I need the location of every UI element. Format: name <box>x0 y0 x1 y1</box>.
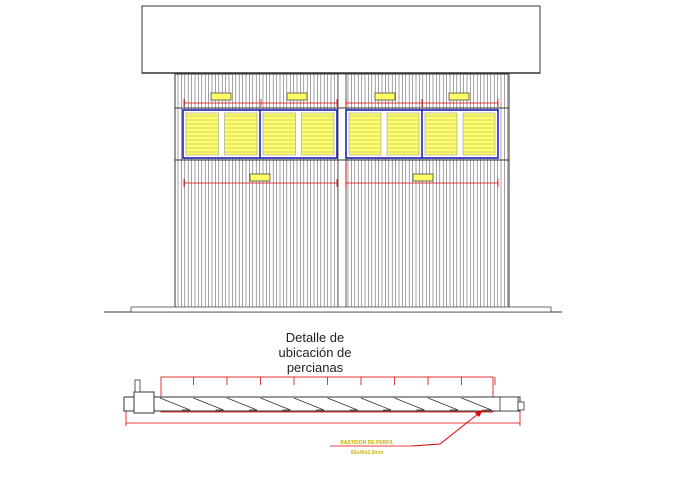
detail-dimension-frame <box>160 376 494 413</box>
louver-blade <box>327 397 358 411</box>
louver-panel <box>301 112 335 156</box>
louver-blade <box>159 397 191 411</box>
dimension-tags <box>210 92 470 182</box>
dimension-tag <box>210 92 232 101</box>
callout-leader <box>411 409 484 447</box>
left-post <box>133 391 155 414</box>
caption-line-2: ubicación de <box>278 345 352 360</box>
louver-panel <box>262 112 296 156</box>
blade-spacing-ticks <box>193 377 496 385</box>
louver-section-detail <box>123 376 525 447</box>
foundation-slab <box>130 306 552 313</box>
right-post <box>499 396 519 412</box>
louver-blade <box>394 397 425 411</box>
dimension-tag <box>286 92 308 101</box>
left-post-cap <box>134 379 141 393</box>
right-post-cap <box>517 401 525 411</box>
louver-panel <box>185 112 219 156</box>
detail-caption: Detalle de ubicación de percianas <box>250 330 380 375</box>
louver-blade <box>193 397 224 411</box>
lower-dimension-lines <box>183 162 499 187</box>
dimension-tag <box>249 173 271 182</box>
callout-label-line-2: 50x40x2.0mm <box>350 450 384 456</box>
louver-blade <box>260 397 291 411</box>
louver-blade <box>293 397 325 411</box>
dimension-tag <box>374 92 396 101</box>
center-column <box>337 73 347 313</box>
caption-line-3: percianas <box>286 360 344 375</box>
roof-fascia <box>141 5 541 74</box>
dimension-tag <box>448 92 470 101</box>
louver-blades <box>159 397 492 411</box>
callout-arrowhead <box>475 410 483 417</box>
callout-label-line-1: BASTIDOR DE PERFIL <box>340 440 394 446</box>
louver-panel <box>386 112 420 156</box>
louver-panel <box>224 112 258 156</box>
dimension-tag <box>412 173 434 182</box>
upper-dimension-lines <box>183 99 499 107</box>
caption-line-1: Detalle de <box>285 330 345 345</box>
louver-panel <box>462 112 496 156</box>
louver-panel <box>348 112 382 156</box>
louver-blade <box>461 397 492 411</box>
louver-blade <box>360 397 392 411</box>
elevation-view <box>104 5 562 313</box>
louver-panel <box>424 112 458 156</box>
louver-panels <box>182 109 499 159</box>
louver-blade <box>427 397 459 411</box>
louver-blade <box>226 397 258 411</box>
